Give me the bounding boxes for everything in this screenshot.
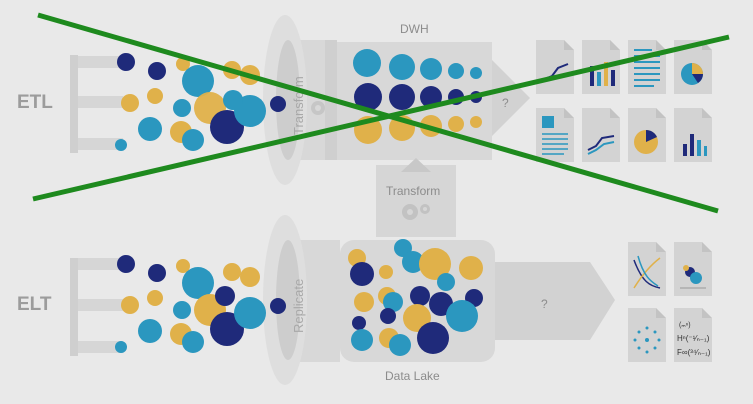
elt-source-pipes	[70, 258, 123, 356]
bar-chart-doc	[674, 108, 712, 162]
data-lake-bubbles	[348, 239, 483, 356]
etl-raw-bubbles	[115, 53, 286, 151]
question-mark-bottom: ?	[541, 297, 548, 311]
line-chart-doc	[582, 108, 620, 162]
dwh-label: DWH	[400, 22, 429, 36]
question-mark-top: ?	[502, 96, 509, 110]
data-lake-label: Data Lake	[385, 369, 440, 383]
formula-doc	[674, 308, 712, 362]
transform-connector	[376, 158, 456, 237]
data-lake-output-documents	[628, 242, 712, 362]
elt-raw-bubbles	[115, 255, 286, 353]
transform-funnel-label: Transform	[291, 76, 306, 135]
replicate-funnel	[263, 215, 340, 385]
etl-label: ETL	[17, 92, 53, 113]
network-doc	[628, 308, 666, 362]
etl-source-pipes	[70, 55, 123, 153]
dwh-output-documents	[536, 40, 712, 162]
image-doc	[536, 108, 574, 162]
curve-plot-doc	[628, 242, 666, 296]
pie-chart-doc	[628, 108, 666, 162]
transform-mid-label: Transform	[386, 184, 440, 198]
cross-out-mark	[32, 12, 730, 214]
scatter-doc	[674, 242, 712, 296]
elt-label: ELT	[17, 294, 52, 315]
line-chart-doc	[536, 40, 574, 94]
replicate-funnel-label: Replicate	[291, 279, 306, 333]
text-doc	[628, 40, 666, 94]
formula-line-2: Hⁿ(⁻¹⁄ₙ₋₁)	[677, 334, 710, 343]
gear-icon	[311, 101, 325, 115]
gear-icon	[402, 204, 430, 220]
formula-line-1: (ₘⁿ)	[679, 322, 691, 329]
formula-line-3: F∞(³⁴⁄ₙ₋₁)	[677, 348, 711, 357]
